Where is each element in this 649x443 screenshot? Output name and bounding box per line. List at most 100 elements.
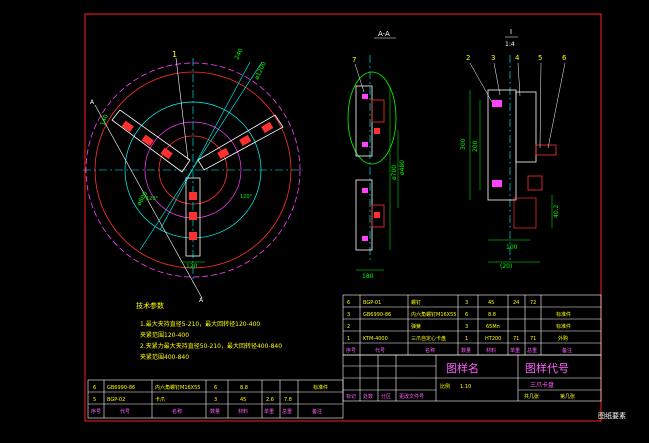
balloon-4-leader <box>517 62 521 97</box>
scale-label: 比例 <box>440 383 450 390</box>
bom-lower-frame <box>87 379 344 419</box>
bom-u-r2-c2: 弹簧 <box>411 323 421 330</box>
dim-480-label: ø480 <box>399 160 406 175</box>
bom-l-h-6: 总重 <box>282 408 292 415</box>
dim-140-label: 140 <box>99 113 110 126</box>
section-mark-left: A <box>90 99 95 106</box>
bom-u-r3-c1: KTM-4000 <box>363 336 388 342</box>
dim-20-label: (20) <box>500 263 512 270</box>
bom-u-r1-c2: 内六角螺钉M16X55 <box>411 311 456 318</box>
bom-l-r1-c0: 5 <box>93 397 96 403</box>
balloon-2: 2 <box>466 54 470 62</box>
tech-notes: 技术参数 1.最大夹持直径5-210，最大回转径120-400 夹紧范围120-… <box>136 301 282 361</box>
bom-lower-text: 6 GB6990-86 内六角螺钉M16X55 6 8.8 标准件 5 BGP-… <box>91 384 328 415</box>
bolt-2 <box>362 142 368 147</box>
dim-180-label: 180 <box>362 273 374 280</box>
bom-l-h-4: 材料 <box>238 408 248 415</box>
bom-u-h-2: 名称 <box>425 347 435 354</box>
section-view: A-A ø700 ø480 180 7 <box>347 30 406 280</box>
balloon-6-leader <box>547 62 566 149</box>
bom-l-r1-c5: 2.6 <box>266 397 274 403</box>
tech-note-line-4: 夹紧范围400-840 <box>140 353 189 361</box>
bom-u-r3-c0: 1 <box>347 336 350 342</box>
bom-l-r1-c6: 7.8 <box>284 397 292 403</box>
section-line <box>94 104 203 299</box>
dim-1200-label: ø1200 <box>253 61 267 81</box>
bom-u-h-5: 单重 <box>510 347 520 354</box>
drawing-mark: 图样名 <box>446 361 479 375</box>
balloon-5-leader <box>539 62 542 149</box>
bom-upper <box>342 294 602 356</box>
bom-u-r3-c5: 71 <box>513 336 519 342</box>
detail-title: I <box>510 28 512 36</box>
bom-l-h-1: 代号 <box>120 408 130 415</box>
bom-u-r2-c3: 3 <box>465 324 468 330</box>
detail-jaw <box>515 91 537 163</box>
bom-l-r1-c4: 45 <box>240 397 246 403</box>
jaw-right <box>197 114 284 171</box>
bom-u-r3-c7: 外购 <box>558 335 568 342</box>
tech-notes-heading: 技术参数 <box>136 301 164 310</box>
bom-u-r3-c2: 三爪自定心卡盘 <box>411 335 446 342</box>
detail-lower-part <box>513 197 537 229</box>
diag-dim-line-2 <box>139 61 263 251</box>
balloon-7-leader <box>354 63 365 93</box>
pin-2 <box>374 212 380 218</box>
balloon-5: 5 <box>538 54 542 62</box>
tech-note-line-1: 1.最大夹持直径5-210，最大回转径120-400 <box>140 320 260 328</box>
detail-screw <box>535 144 557 156</box>
balloon-2-leader <box>469 62 493 103</box>
detail-bolt-1 <box>492 100 502 107</box>
bom-l-h-7: 备注 <box>312 408 322 415</box>
bom-u-r1-c0: 3 <box>347 312 350 318</box>
bom-l-r1-c1: BGP-02 <box>107 397 125 403</box>
bom-u-r1-c7: 标准件 <box>556 311 571 318</box>
dim-100-label: 100 <box>506 244 518 251</box>
detail-bolt-2 <box>492 180 502 187</box>
bom-u-h-6: 总重 <box>527 347 537 354</box>
dim-40-label: 40.2 <box>553 204 560 218</box>
bom-u-r0-c1: BGP-01 <box>363 300 381 306</box>
bom-u-r2-c0: 2 <box>347 324 350 330</box>
title-block-text: 图样名 图样代号 三爪卡盘 共几张 第几张 比例 1:10 标记 处数 分区 更… <box>346 361 575 400</box>
bom-l-r1-c3: 3 <box>214 397 217 403</box>
detail-scale: 1:4 <box>505 41 515 48</box>
bom-l-r0-c3: 6 <box>214 385 217 391</box>
bom-u-r0-c4: 45 <box>488 300 494 306</box>
balloon-3-leader <box>493 62 501 96</box>
detail-ellipse <box>347 71 397 165</box>
bolt-4 <box>362 236 368 241</box>
drawing-name: 三爪卡盘 <box>530 381 554 389</box>
bom-u-r0-c5: 24 <box>513 300 519 306</box>
bom-u-h-4: 材料 <box>486 347 496 354</box>
bom-u-h-7: 备注 <box>562 347 572 354</box>
bom-l-h-5: 单重 <box>264 408 274 415</box>
bom-u-r1-c1: GB6990-86 <box>363 312 391 318</box>
section-title: A-A <box>378 30 390 38</box>
balloon-1-label: 1 <box>172 50 177 59</box>
dim-120-label: 120 <box>186 263 198 270</box>
lower-jaw-block <box>371 204 385 228</box>
angle-left-label: 120° <box>146 196 159 202</box>
bom-u-r0-c3: 3 <box>465 300 468 306</box>
jaw-bottom <box>185 177 201 257</box>
scale-value: 1:10 <box>460 384 471 390</box>
sheet-number-label: 第几张 <box>560 393 575 400</box>
bom-l-r0-c4: 8.8 <box>240 385 248 391</box>
bom-u-r0-c6: 72 <box>530 300 536 306</box>
tb-left-label-3: 更改文件号 <box>399 393 424 400</box>
bom-u-r2-c7: 标准件 <box>556 323 571 330</box>
sheet-count-label: 共几张 <box>524 393 539 400</box>
balloon-7-label: 7 <box>352 56 356 64</box>
diag-dim-line <box>159 61 251 231</box>
sheet-border <box>84 13 602 422</box>
bom-u-r1-c4: 8.8 <box>488 312 496 318</box>
dim-200-label: 200 <box>472 140 479 152</box>
bom-l-h-2: 名称 <box>172 408 182 415</box>
pin-1 <box>374 128 380 134</box>
section-mark-right: A <box>199 297 204 304</box>
bolt-3 <box>362 188 368 193</box>
bom-u-r2-c4: 65Mn <box>486 324 500 330</box>
tb-left-label-0: 标记 <box>346 393 356 400</box>
